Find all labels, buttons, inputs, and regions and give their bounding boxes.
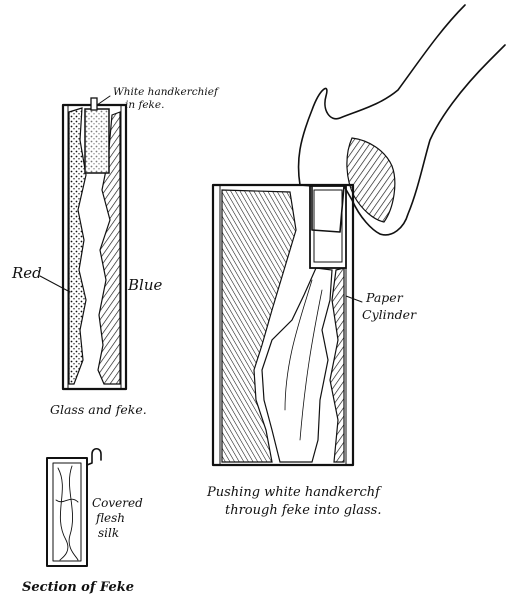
label-red: Red bbox=[11, 264, 42, 282]
caption-pushing-line2: through feke into glass. bbox=[225, 503, 381, 518]
label-blue: Blue bbox=[127, 276, 162, 294]
red-silk bbox=[69, 108, 86, 384]
caption-glass-and-feke: Glass and feke. bbox=[50, 402, 147, 417]
label-white-handkerchief: White handkerchief bbox=[113, 86, 220, 98]
glass-and-feke-figure bbox=[63, 96, 126, 389]
caption-section-of-feke: Section of Feke bbox=[22, 580, 134, 595]
label-covered: Covered bbox=[92, 496, 143, 510]
caption-pushing-line1: Pushing white handkerchf bbox=[206, 485, 382, 500]
label-flesh: flesh bbox=[95, 511, 125, 525]
label-silk: silk bbox=[98, 526, 119, 540]
pushing-handkerchief-figure bbox=[213, 5, 505, 465]
label-in-feke: in feke. bbox=[125, 99, 164, 111]
silk-right-hatched bbox=[330, 268, 344, 462]
label-paper: Paper bbox=[365, 290, 404, 305]
label-cylinder: Cylinder bbox=[362, 307, 417, 322]
